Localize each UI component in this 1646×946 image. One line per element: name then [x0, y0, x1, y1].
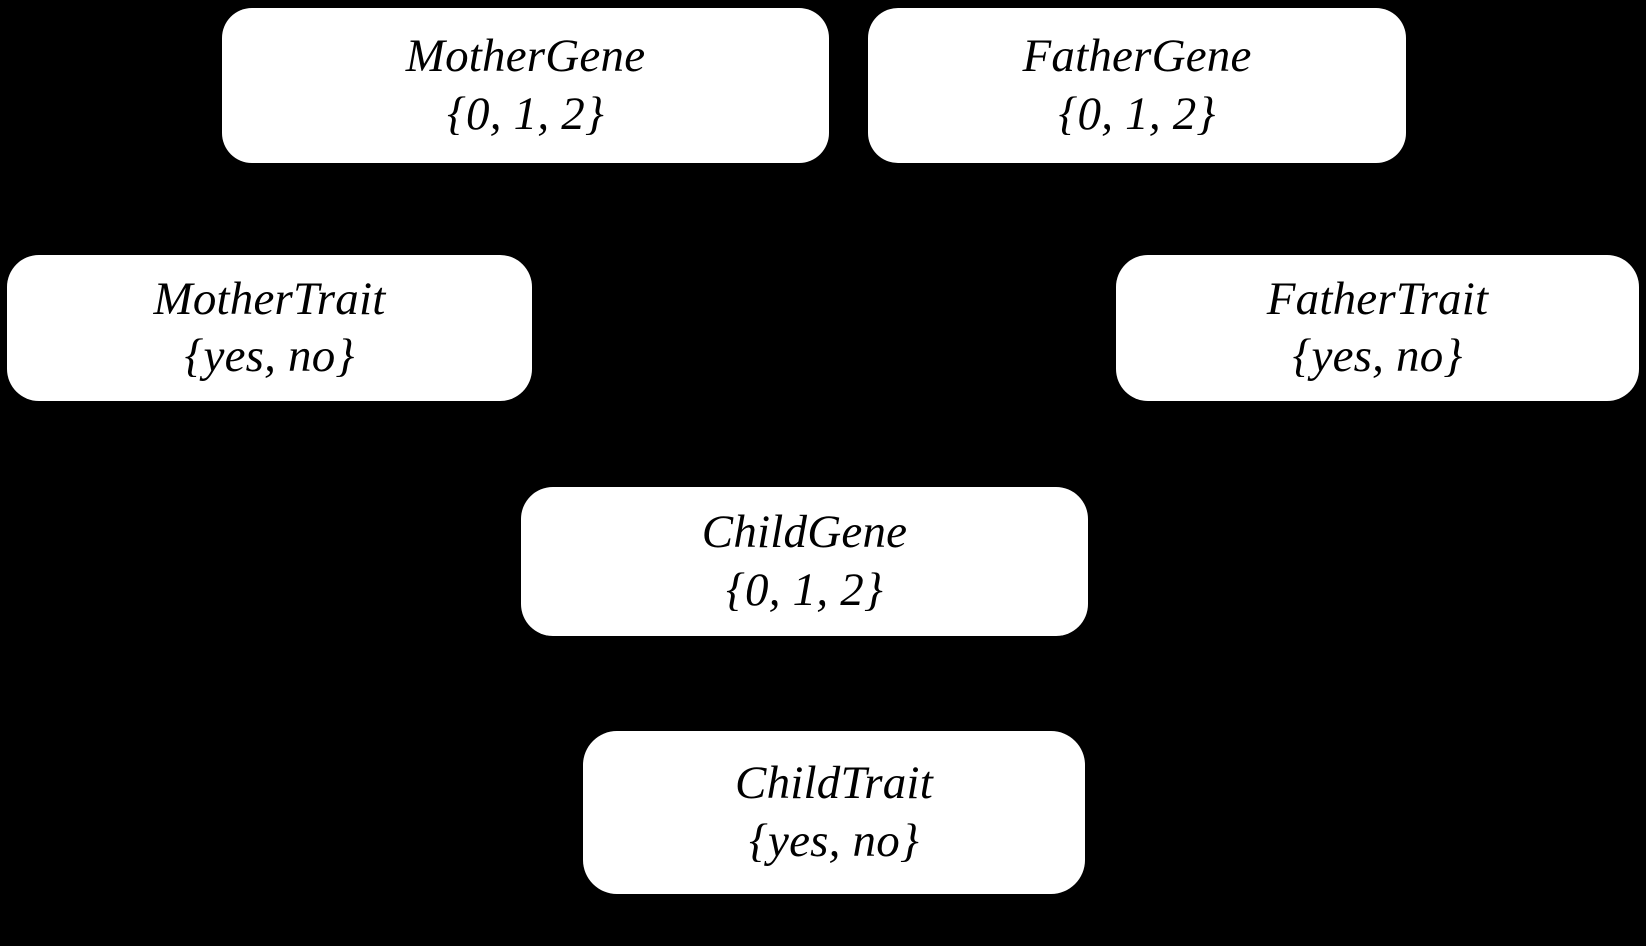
node-child-trait[interactable]: ChildTrait {yes, no} [583, 731, 1085, 894]
node-child-trait-domain: {yes, no} [749, 814, 919, 867]
node-mother-trait[interactable]: MotherTrait {yes, no} [7, 255, 532, 401]
node-father-gene-domain: {0, 1, 2} [1058, 87, 1216, 140]
node-mother-trait-label: MotherTrait [153, 272, 386, 325]
node-child-gene-label: ChildGene [701, 506, 908, 559]
node-mother-gene-domain: {0, 1, 2} [447, 87, 604, 140]
node-mother-gene[interactable]: MotherGene {0, 1, 2} [222, 8, 829, 163]
node-father-trait-domain: {yes, no} [1292, 330, 1463, 382]
node-father-gene[interactable]: FatherGene {0, 1, 2} [868, 8, 1406, 163]
node-child-gene-domain: {0, 1, 2} [726, 563, 883, 616]
node-mother-gene-label: MotherGene [405, 30, 646, 83]
node-child-trait-label: ChildTrait [735, 757, 933, 810]
node-child-gene[interactable]: ChildGene {0, 1, 2} [521, 487, 1088, 636]
node-father-gene-label: FatherGene [1022, 30, 1252, 83]
node-mother-trait-domain: {yes, no} [184, 330, 355, 382]
node-father-trait-label: FatherTrait [1266, 272, 1489, 325]
node-father-trait[interactable]: FatherTrait {yes, no} [1116, 255, 1639, 401]
